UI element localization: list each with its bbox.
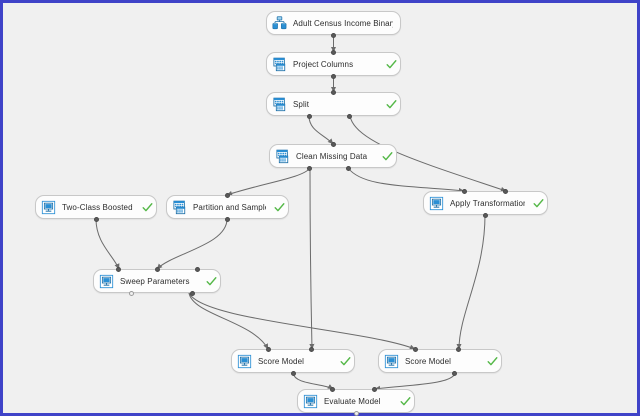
model-module-icon [384,354,399,369]
node-label: Partition and Sample [193,202,266,212]
status-check-icon [483,356,498,367]
output-port-score-model-1-0[interactable] [290,370,296,376]
status-check-icon [529,198,544,209]
output-port-apply-transformation-0[interactable] [483,212,488,218]
dataset-icon [272,15,287,31]
status-check-icon [396,396,411,407]
node-evaluate-model[interactable]: Evaluate Model [297,389,415,413]
connector-clean-missing-data-to-score-model-1[interactable] [309,167,315,350]
status-check-icon [138,202,153,213]
connector-clean-missing-data-to-partition-and-sample[interactable] [226,167,311,196]
output-port-split-1[interactable] [347,113,353,119]
connector-sweep-parameters-to-score-model-1[interactable] [188,292,269,350]
status-check-icon [378,151,393,162]
output-port-sweep-parameters-0[interactable] [128,290,134,296]
node-label: Sweep Parameters [120,276,190,286]
node-dataset[interactable]: Adult Census Income Binary C... [266,11,401,35]
connector-score-model-1-to-evaluate-model[interactable] [292,372,334,390]
node-sweep-parameters[interactable]: Sweep Parameters [93,269,221,293]
input-port-evaluate-model-0[interactable] [329,386,335,392]
model-module-icon [41,200,56,215]
model-module-icon [237,354,252,369]
node-two-class-boosted-decision-tree[interactable]: Two-Class Boosted Decision T... [35,195,157,219]
input-port-apply-transformation-0[interactable] [461,188,467,194]
node-score-model-2[interactable]: Score Model [378,349,502,373]
connector-split-to-clean-missing-data[interactable] [308,115,334,145]
model-module-icon [303,394,318,409]
connector-two-class-boosted-decision-tree-to-sweep-parameters[interactable] [95,218,120,270]
node-score-model-1[interactable]: Score Model [231,349,355,373]
input-port-score-model-1-0[interactable] [265,346,271,352]
connector-clean-missing-data-to-apply-transformation[interactable] [347,167,465,194]
output-port-two-class-boosted-decision-tree-0[interactable] [93,216,99,222]
table-module-icon [272,57,287,72]
node-split[interactable]: Split [266,92,401,116]
input-port-clean-missing-data-0[interactable] [330,141,336,147]
table-module-icon [275,149,290,164]
node-label: Clean Missing Data [296,151,368,161]
output-port-sweep-parameters-1[interactable] [190,290,196,296]
node-label: Split [293,99,310,109]
input-port-sweep-parameters-2[interactable] [195,266,201,272]
table-module-icon [272,97,287,112]
node-label: Adult Census Income Binary C... [293,18,393,28]
model-module-icon [99,274,114,289]
input-port-score-model-2-0[interactable] [412,346,418,352]
node-label: Apply Transformation [450,198,525,208]
status-check-icon [382,99,397,110]
model-module-icon [429,196,444,211]
node-label: Project Columns [293,59,354,69]
input-port-apply-transformation-1[interactable] [503,188,508,194]
output-port-clean-missing-data-0[interactable] [307,165,313,171]
input-port-project-columns-0[interactable] [331,49,336,55]
node-apply-transformation[interactable]: Apply Transformation [423,191,548,215]
status-check-icon [202,276,217,287]
connector-partition-and-sample-to-sweep-parameters[interactable] [156,218,228,270]
output-port-project-columns-0[interactable] [331,73,336,79]
input-port-sweep-parameters-0[interactable] [116,266,122,272]
node-label: Two-Class Boosted Decision T... [62,202,134,212]
table-module-icon [172,200,187,215]
connector-apply-transformation-to-score-model-2[interactable] [456,214,486,350]
node-label: Evaluate Model [324,396,381,406]
input-port-score-model-2-1[interactable] [456,346,462,352]
output-port-partition-and-sample-0[interactable] [225,216,230,222]
node-partition-and-sample[interactable]: Partition and Sample [166,195,289,219]
connector-score-model-2-to-evaluate-model[interactable] [374,372,456,391]
output-port-evaluate-model-0[interactable] [353,410,359,416]
status-check-icon [382,59,397,70]
input-port-sweep-parameters-1[interactable] [154,266,160,272]
input-port-split-0[interactable] [331,89,336,95]
output-port-clean-missing-data-1[interactable] [345,165,351,171]
node-label: Score Model [405,356,452,366]
node-clean-missing-data[interactable]: Clean Missing Data [269,144,397,168]
output-port-split-0[interactable] [306,113,312,119]
node-label: Score Model [258,356,305,366]
input-port-evaluate-model-1[interactable] [372,386,378,392]
connector-sweep-parameters-to-score-model-2[interactable] [188,292,416,350]
input-port-score-model-1-1[interactable] [309,346,315,352]
input-port-partition-and-sample-0[interactable] [225,192,230,198]
output-port-dataset-0[interactable] [331,32,336,38]
status-check-icon [270,202,285,213]
node-project-columns[interactable]: Project Columns [266,52,401,76]
output-port-score-model-2-0[interactable] [452,370,458,376]
status-check-icon [336,356,351,367]
